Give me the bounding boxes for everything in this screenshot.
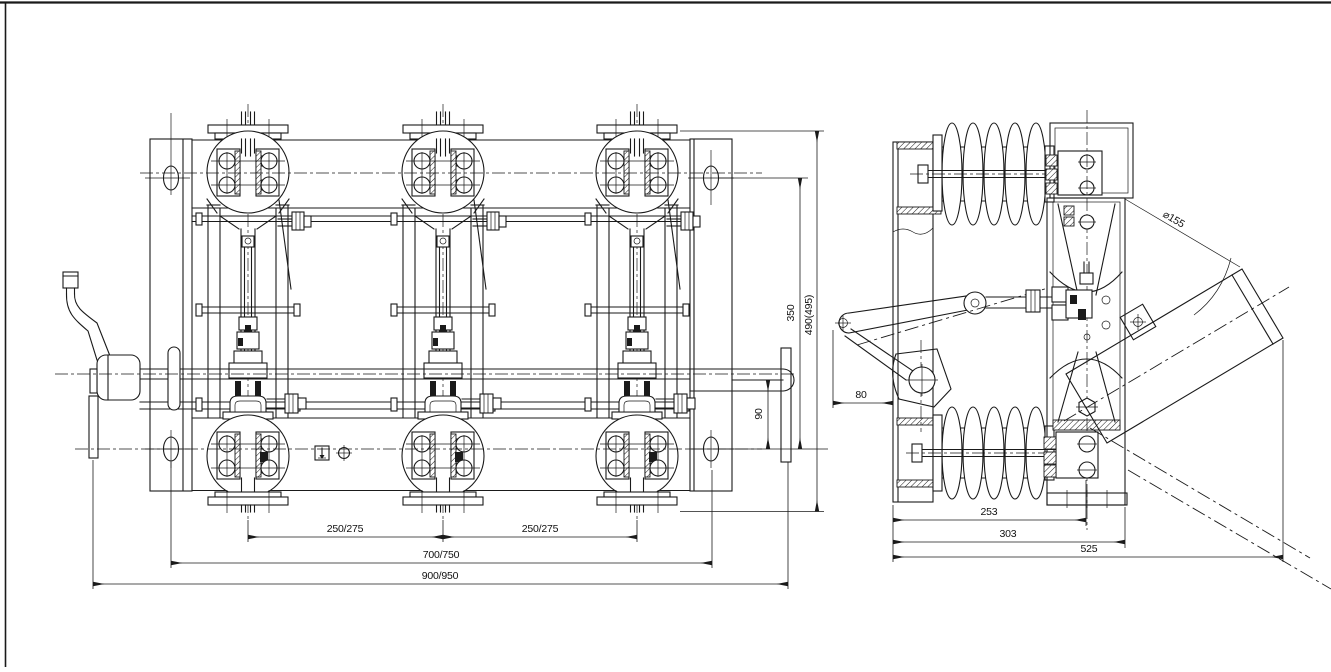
upper-insulator	[910, 122, 1062, 226]
operating-handle	[62, 271, 181, 411]
side-mounting-plate	[892, 141, 942, 503]
lower-insulator	[906, 406, 1062, 500]
dim-swing-dia: ⌀155	[1161, 208, 1187, 230]
dim-insulator-axis: 253	[981, 506, 998, 518]
switch-blade-open: ⌀155	[1063, 198, 1331, 590]
dim-pole-spacing-left: 250/275	[327, 523, 364, 535]
shaft-pin-hole	[336, 445, 352, 461]
dim-overall-width: 900/950	[422, 570, 459, 582]
dim-handle-throw: 80	[855, 389, 867, 401]
dim-overall-height: 490(495)	[803, 295, 815, 335]
operating-linkage	[835, 261, 1111, 408]
dim-frame-depth: 303	[1000, 528, 1017, 540]
dim-mounting-width: 700/750	[423, 549, 460, 561]
side-view-dimensions: 80 253 303 525	[832, 330, 1284, 562]
front-view-dimensions: 250/275 250/275 700/750 900/950 350 490(…	[92, 130, 828, 589]
dim-overall-depth: 525	[1081, 543, 1098, 555]
pole-assembly-1	[195, 103, 312, 523]
dim-pole-spacing-right: 250/275	[522, 523, 559, 535]
dim-shaft-to-hole: 90	[753, 408, 765, 420]
side-view: ⌀155 80 253 303 525	[832, 110, 1331, 590]
pole-assembly-3	[584, 103, 701, 523]
front-view: 250/275 250/275 700/750 900/950 350 490(…	[55, 103, 828, 589]
pole-assembly-2	[390, 103, 507, 523]
ground-symbol	[314, 445, 330, 461]
dim-hole-span: 350	[785, 304, 797, 321]
